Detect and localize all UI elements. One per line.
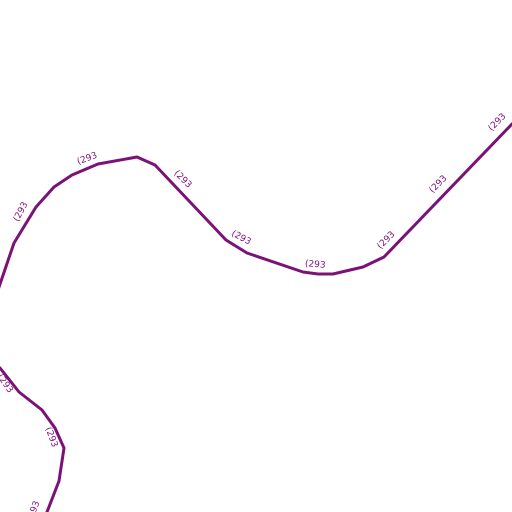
route-line-lower bbox=[0, 366, 66, 512]
route-label: (293 bbox=[26, 500, 42, 512]
route-label: (293 bbox=[304, 259, 325, 271]
route-line-main bbox=[0, 122, 512, 289]
